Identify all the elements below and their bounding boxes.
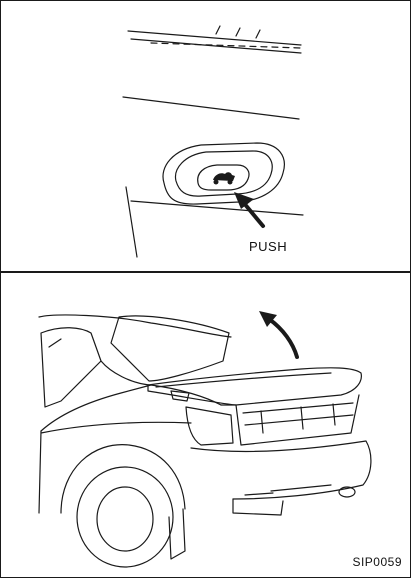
wheel-rim: [97, 487, 153, 551]
roof-line: [39, 315, 231, 337]
trunk-opening: [221, 395, 359, 445]
tail-light: [186, 407, 233, 445]
figure-code-label: SIP0059: [352, 555, 402, 569]
bottom-panel: SIP0059: [1, 273, 410, 577]
side-window: [41, 328, 101, 407]
body-crease-line: [123, 97, 299, 119]
panel-edge-line: [126, 187, 137, 257]
rear-tire: [77, 467, 173, 567]
trunk-opener-button-illustration: [1, 1, 410, 271]
license-plate-area: [233, 499, 283, 515]
trunk-lid-opening-illustration: [1, 273, 410, 577]
lid-inner-panel: [243, 403, 353, 425]
trim-detail: [216, 26, 260, 38]
trim-line: [131, 39, 301, 53]
push-label: PUSH: [249, 239, 287, 254]
opener-button-icon: [213, 172, 235, 184]
window-frame: [49, 339, 61, 347]
mud-flap: [169, 509, 185, 559]
wheel-arch: [61, 445, 185, 513]
top-panel: PUSH: [1, 1, 410, 271]
curved-arrow-up-icon: [259, 311, 297, 357]
arrow-up-left-icon: [234, 192, 263, 226]
